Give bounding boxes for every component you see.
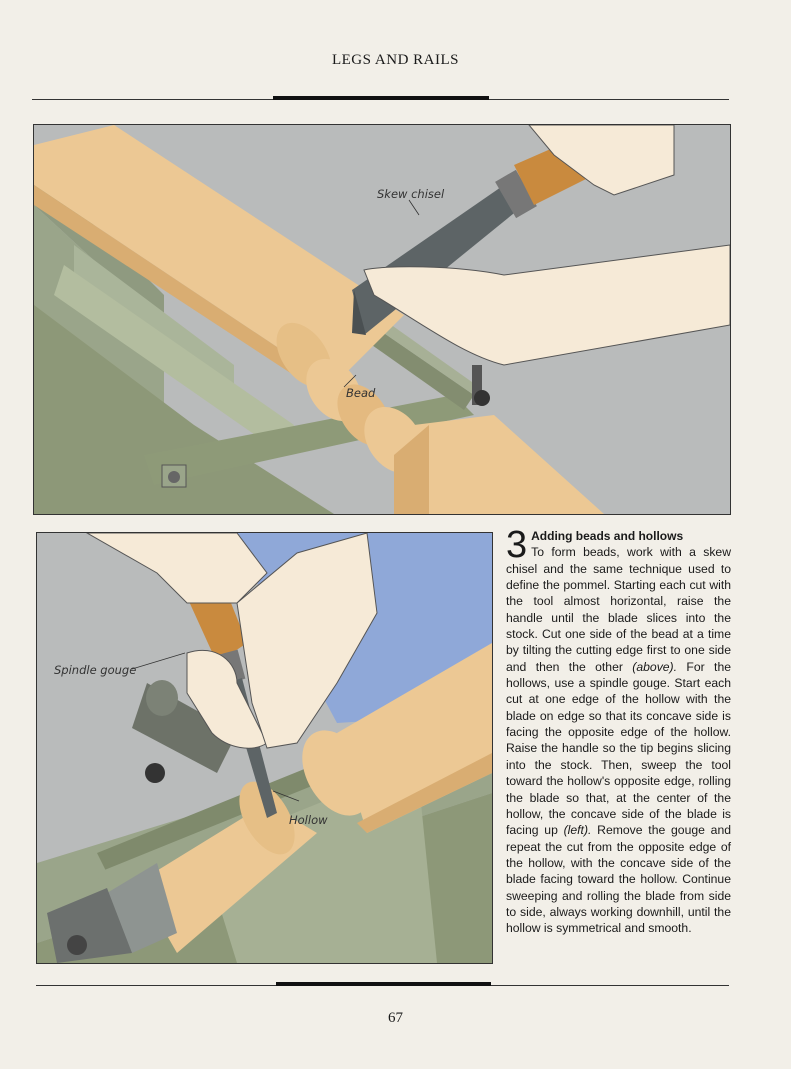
callout-skew-chisel: Skew chisel xyxy=(377,187,445,201)
caption-text-part3: Remove the gouge and repeat the cut from… xyxy=(506,823,732,936)
callout-hollow: Hollow xyxy=(289,813,328,827)
caption-ref-left: (left). xyxy=(563,823,592,838)
caption-text-part1: To form beads, work with a skew chisel a… xyxy=(506,545,731,674)
step-title: Adding beads and hollows xyxy=(531,529,684,543)
callout-spindle-gouge: Spindle gouge xyxy=(54,663,136,677)
step-caption: 3 Adding beads and hollows To form beads… xyxy=(506,524,732,937)
illustration-spindle-gouge-hollow: Spindle gouge Hollow xyxy=(36,532,493,964)
illustration-skew-chisel-drawing: Skew chisel Bead xyxy=(34,125,730,514)
caption-text-part2: For the hollows, use a spindle gouge. St… xyxy=(506,659,731,838)
caption-ref-above: (above). xyxy=(632,659,678,674)
footer-rule-accent xyxy=(276,982,491,986)
running-header: LEGS AND RAILS xyxy=(331,52,459,68)
header-rule-accent xyxy=(273,96,489,100)
illustration-skew-chisel-bead: Skew chisel Bead xyxy=(33,124,731,515)
illustration-spindle-gouge-drawing: Spindle gouge Hollow xyxy=(37,533,492,963)
callout-bead: Bead xyxy=(346,386,376,400)
page-number: 67 xyxy=(388,1010,403,1026)
step-number: 3 xyxy=(506,524,528,566)
